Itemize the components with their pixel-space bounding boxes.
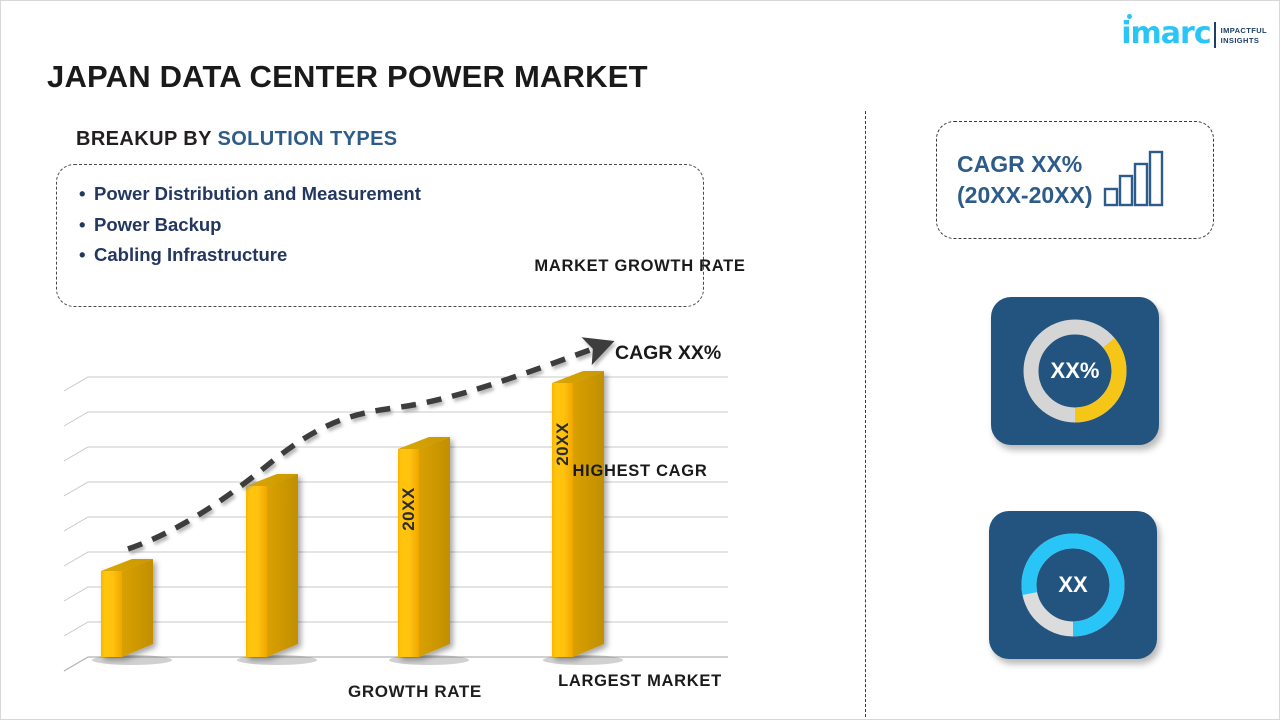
logo-tagline-line2: INSIGHTS <box>1220 36 1260 45</box>
trend-arrow-icon <box>127 337 615 552</box>
largest-market-card: XX <box>989 511 1157 659</box>
imarc-logo: imarc IMPACTFUL INSIGHTS <box>1121 14 1267 51</box>
bar-3-label: 20XX <box>399 487 418 531</box>
largest-market-donut-icon <box>1021 533 1125 637</box>
list-item: Power Backup <box>79 210 681 241</box>
growth-rate-bar-chart: 20XX 20XX <box>56 331 756 686</box>
page-subtitle: BREAKUP BY SOLUTION TYPES <box>76 128 398 151</box>
cagr-period: (20XX-20XX) <box>957 182 1093 208</box>
chart-cagr-annotation: CAGR XX% <box>615 342 722 364</box>
subtitle-accent: SOLUTION TYPES <box>217 128 398 150</box>
list-item: Power Distribution and Measurement <box>79 179 681 210</box>
highest-cagr-caption: HIGHEST CAGR <box>572 462 708 480</box>
logo-divider <box>1213 22 1216 48</box>
cagr-text: CAGR XX% (20XX-20XX) <box>957 149 1093 211</box>
subtitle-plain: BREAKUP BY <box>76 128 218 150</box>
bar-ground-shadows <box>92 655 623 665</box>
market-growth-rate-box: CAGR XX% (20XX-20XX) <box>936 121 1214 239</box>
logo-tagline-line1: IMPACTFUL <box>1220 26 1267 35</box>
largest-market-caption: LARGEST MARKET <box>558 672 722 690</box>
chart-baseline <box>63 656 728 672</box>
chart-gridlines <box>63 376 728 672</box>
largest-market-value: XX <box>1058 572 1088 597</box>
chart-x-axis-label: GROWTH RATE <box>348 682 482 701</box>
logo-dot-icon <box>1127 14 1133 19</box>
bar-4-label: 20XX <box>553 422 572 466</box>
bar-3 <box>398 437 450 657</box>
bar-4 <box>552 371 604 657</box>
solution-types-list: Power Distribution and Measurement Power… <box>79 179 681 271</box>
list-item: Cabling Infrastructure <box>79 240 681 271</box>
market-growth-rate-caption: MARKET GROWTH RATE <box>534 257 746 275</box>
chart-svg: 20XX 20XX <box>63 337 728 672</box>
bar-2 <box>246 474 298 657</box>
logo-wordmark: imarc <box>1121 14 1212 51</box>
highest-cagr-donut-icon <box>1023 319 1127 423</box>
bar-chart-icon <box>1103 149 1165 212</box>
logo-wordmark-text: imarc <box>1121 16 1211 51</box>
bar-1 <box>101 559 153 657</box>
highest-cagr-card: XX% <box>991 297 1159 445</box>
page-title: JAPAN DATA CENTER POWER MARKET <box>47 59 648 94</box>
solution-types-box: Power Distribution and Measurement Power… <box>56 164 704 307</box>
logo-tagline: IMPACTFUL INSIGHTS <box>1221 26 1267 49</box>
panel-divider <box>865 111 866 717</box>
highest-cagr-value: XX% <box>1050 358 1100 383</box>
cagr-value: CAGR XX% <box>957 151 1083 177</box>
